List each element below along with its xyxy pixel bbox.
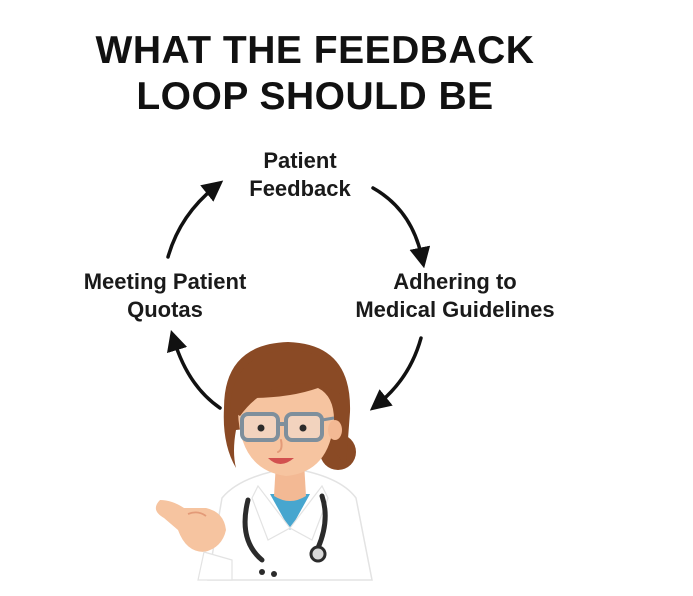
node-label-line-1: Adhering to <box>393 269 517 294</box>
cycle-arrow-bottom-right <box>369 336 423 411</box>
node-label-line-2: Feedback <box>249 176 351 201</box>
node-label-line-1: Meeting Patient <box>83 269 247 294</box>
cycle-arrow-top-right <box>371 186 431 269</box>
cycle-arrow-bottom-left <box>167 329 222 410</box>
cycle-node-patient-feedback: Patient Feedback <box>220 147 380 203</box>
title-line-2: LOOP SHOULD BE <box>136 75 494 118</box>
title-line-1: WHAT THE FEEDBACK <box>95 29 535 72</box>
node-label-line-2: Quotas <box>127 297 203 322</box>
doctor-illustration <box>155 342 373 581</box>
page-title: WHAT THE FEEDBACK LOOP SHOULD BE <box>0 28 630 120</box>
cycle-node-adhering-guidelines: Adhering to Medical Guidelines <box>320 268 590 324</box>
node-label-line-1: Patient <box>263 148 337 173</box>
cycle-node-meeting-quotas: Meeting Patient Quotas <box>50 268 280 324</box>
node-label-line-2: Medical Guidelines <box>355 297 555 322</box>
cycle-arrow-top-left <box>166 180 224 259</box>
